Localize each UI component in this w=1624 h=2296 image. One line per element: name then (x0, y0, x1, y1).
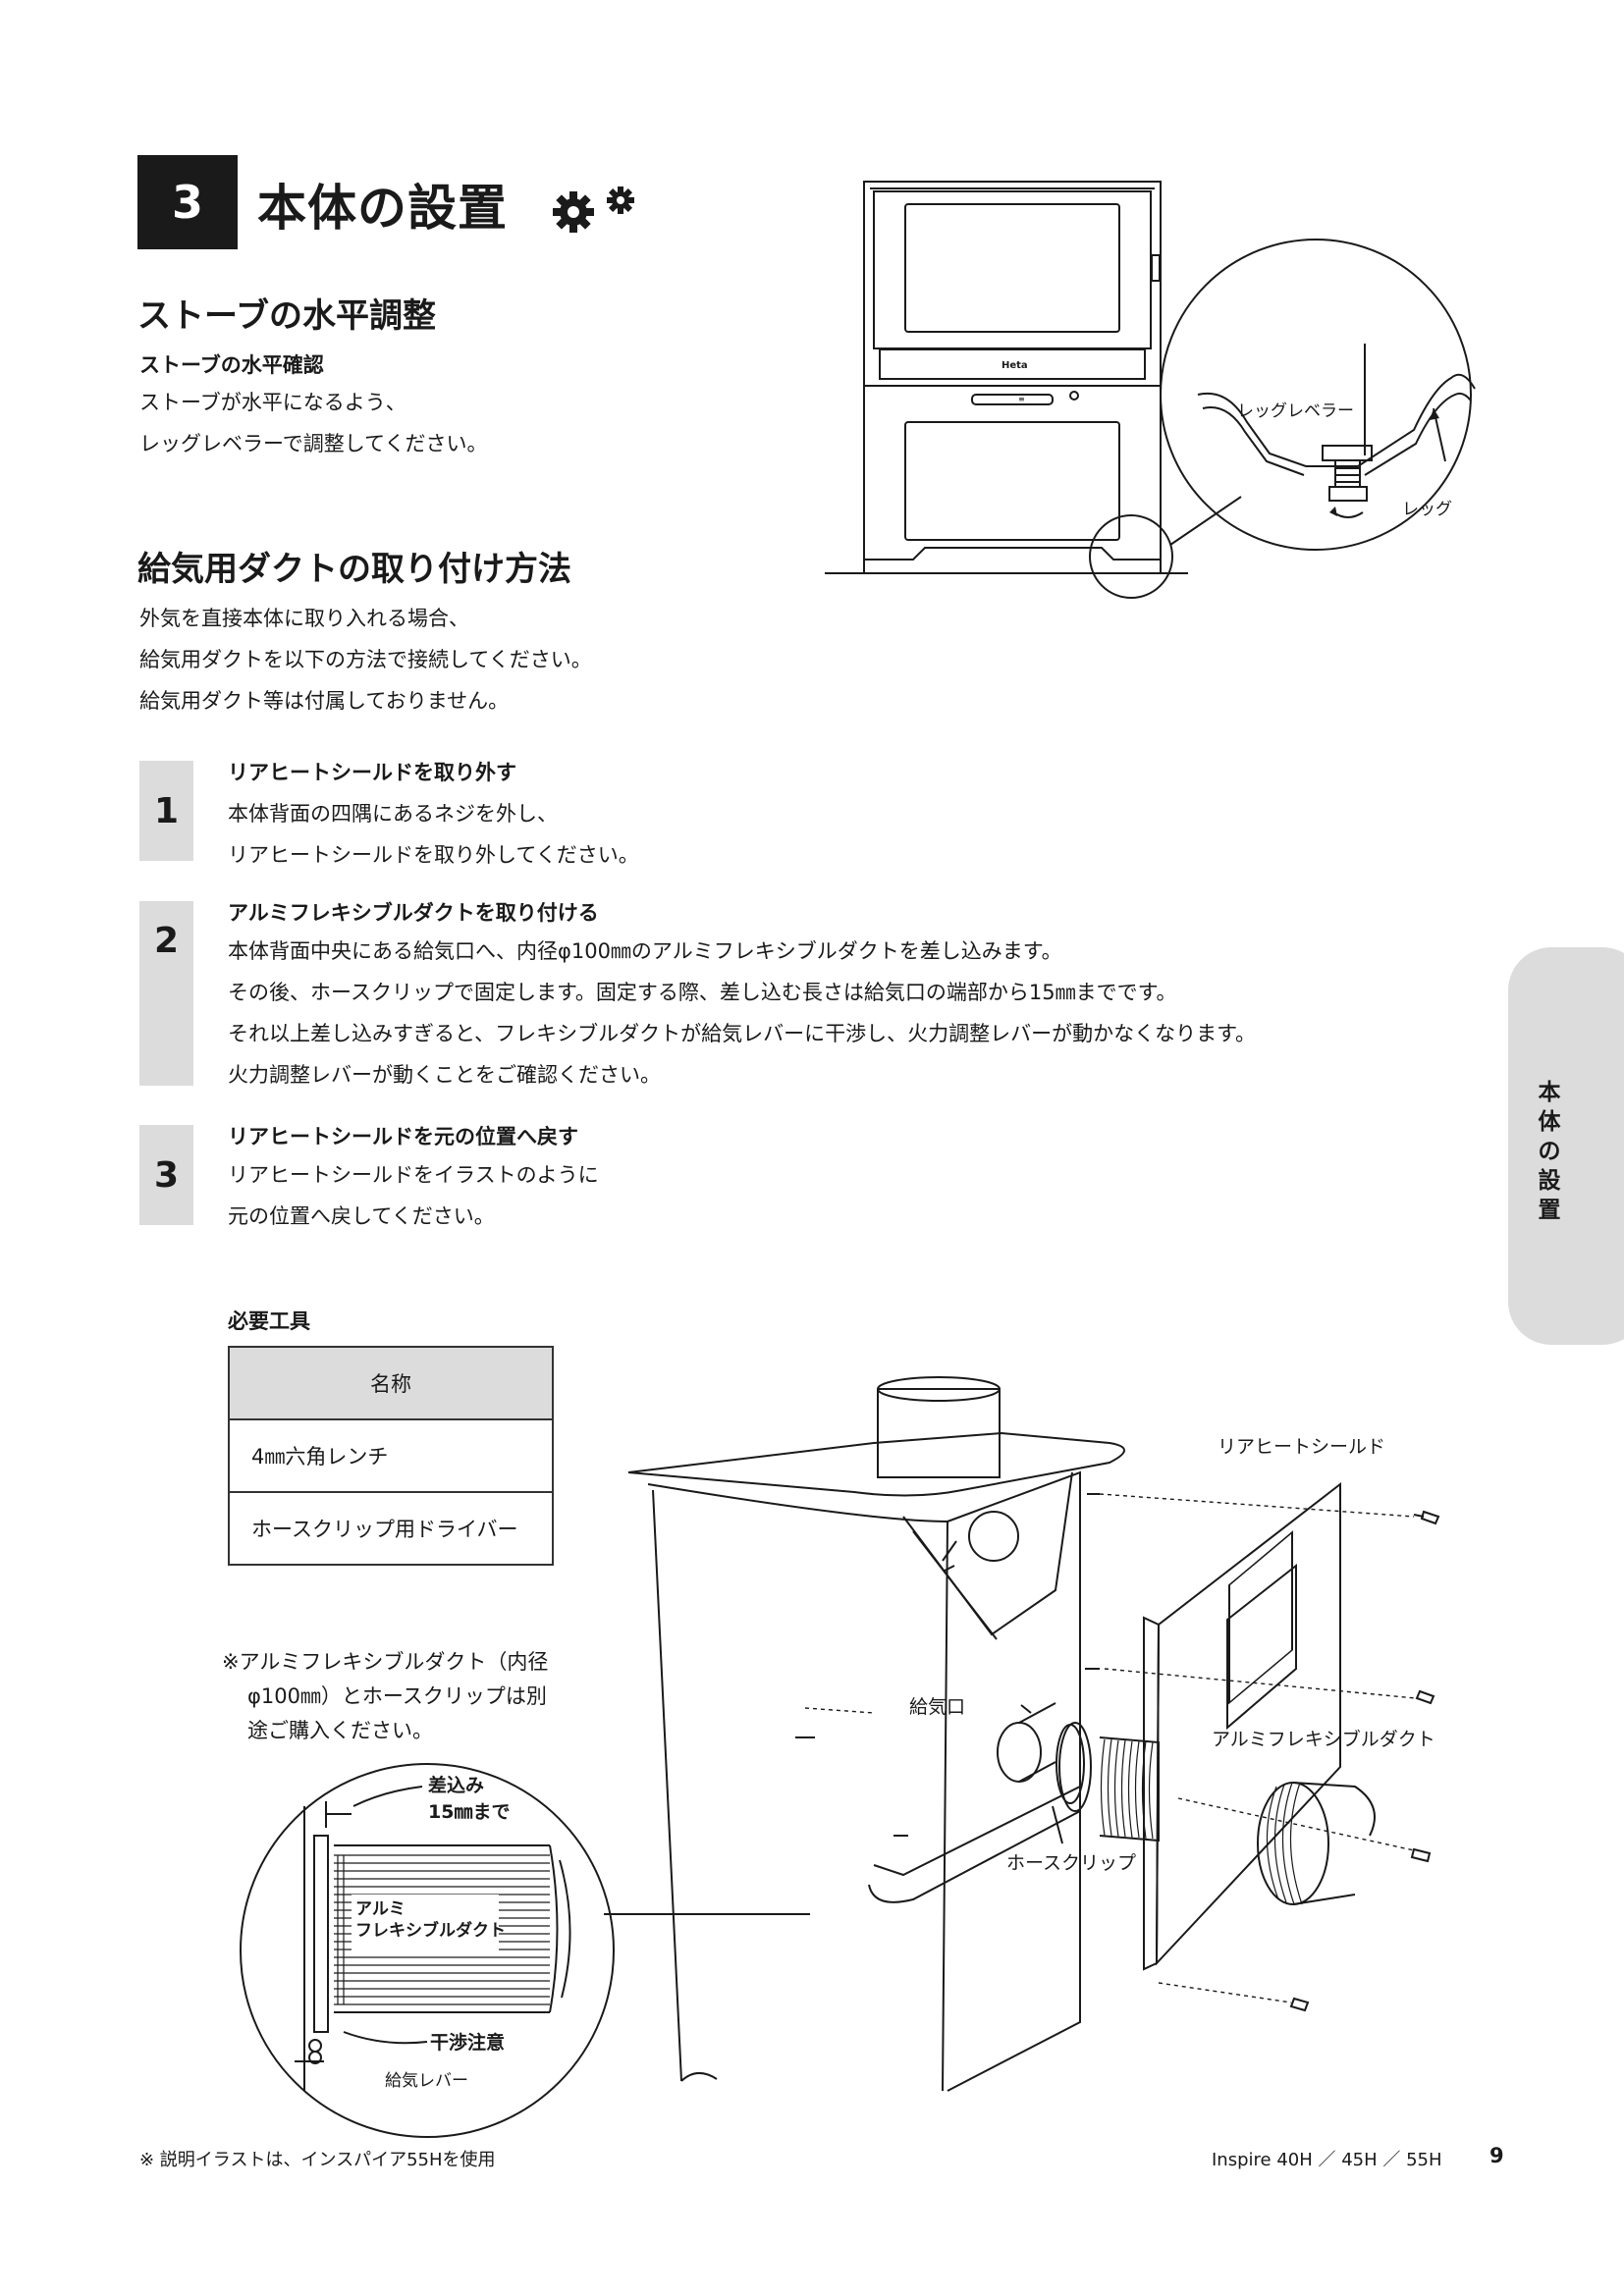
duct-line: 外気を直接本体に取り入れる場合、 (139, 607, 469, 630)
step-line: それ以上差し込みすぎると、フレキシブルダクトが給気レバーに干渉し、火力調整レバー… (228, 1022, 1257, 1045)
insert-depth-label: 15㎜まで (428, 1801, 510, 1823)
section-title: 本体の設置 (257, 180, 508, 237)
insert-depth-label: 差込み (428, 1774, 484, 1796)
step-body: リアヒートシールドをイラストのように 元の位置へ戻してください。 (228, 1154, 599, 1237)
level-text: ストーブが水平になるよう、 レッグレベラーで調整してください。 (139, 382, 487, 464)
step-line: 元の位置へ戻してください。 (228, 1204, 495, 1228)
step-number: 3 (139, 1125, 193, 1225)
note-line: 途ご購入ください。 (247, 1719, 433, 1742)
step-line: リアヒートシールドを取り外してください。 (228, 843, 639, 867)
level-subheading: ストーブの水平確認 (139, 353, 324, 377)
side-tab (1508, 947, 1624, 1345)
note-line: φ100㎜）とホースクリップは別 (247, 1684, 547, 1708)
hose-clip-label: ホースクリップ (1006, 1852, 1136, 1874)
level-line: レッグレベラーで調整してください。 (139, 432, 488, 455)
table-cell: ホースクリップ用ドライバー (228, 1491, 554, 1566)
purchase-note: ※アルミフレキシブルダクト（内径 φ100㎜）とホースクリップは別 途ご購入くだ… (222, 1645, 548, 1748)
step-line: リアヒートシールドをイラストのように (228, 1163, 599, 1187)
table-header-row: 名称 (228, 1346, 554, 1420)
step-line: その後、ホースクリップで固定します。固定する際、差し込む長さは給気口の端部から1… (228, 981, 1177, 1004)
level-heading: ストーブの水平調整 (137, 296, 436, 336)
tools-caption: 必要工具 (228, 1309, 310, 1333)
duct-text: 外気を直接本体に取り入れる場合、 給気用ダクトを以下の方法で接続してください。 … (139, 598, 592, 721)
step-title: リアヒートシールドを元の位置へ戻す (228, 1125, 578, 1148)
duct-line: 給気用ダクト等は付属しておりません。 (139, 689, 510, 713)
table-row: 4㎜六角レンチ (228, 1418, 554, 1493)
section-number: 3 (137, 155, 238, 249)
rear-shield-label: リアヒートシールド (1218, 1436, 1385, 1458)
step-line: 本体背面の四隅にあるネジを外し、 (228, 802, 558, 826)
table-header: 名称 (228, 1346, 554, 1420)
step-line: 本体背面中央にある給気口へ、内径φ100㎜のアルミフレキシブルダクトを差し込みま… (228, 939, 1062, 963)
flex-duct-label: アルミフレキシブルダクト (1212, 1728, 1435, 1750)
table-row: ホースクリップ用ドライバー (228, 1491, 554, 1566)
step-title: リアヒートシールドを取り外す (228, 761, 516, 784)
table-cell: 4㎜六角レンチ (228, 1418, 554, 1493)
footer-note: ※ 説明イラストは、インスパイア55Hを使用 (139, 2150, 496, 2170)
step-body: 本体背面中央にある給気口へ、内径φ100㎜のアルミフレキシブルダクトを差し込みま… (228, 931, 1256, 1095)
caution-label: 干渉注意 (430, 2031, 505, 2054)
gears-icon (553, 187, 634, 233)
step-line: 火力調整レバーが動くことをご確認ください。 (228, 1063, 661, 1087)
leg-label: レッグ (1402, 500, 1452, 519)
step-title: アルミフレキシブルダクトを取り付ける (228, 901, 599, 925)
duct-heading: 給気用ダクトの取り付け方法 (137, 550, 571, 589)
leg-leveler-label: レッグレベラー (1237, 401, 1354, 421)
air-lever-label: 給気レバー (385, 2071, 468, 2091)
brand-logo: Heta (1001, 360, 1028, 371)
step-body: 本体背面の四隅にあるネジを外し、 リアヒートシールドを取り外してください。 (228, 793, 639, 876)
rear-installation-illustration: リアヒートシールド 給気口 アルミフレキシブルダクト ホースクリップ (627, 1376, 1440, 2092)
stove-front-illustration: Heta ≡ レッグレベラー レッグ (825, 181, 1476, 599)
svg-text:≡: ≡ (1018, 395, 1025, 403)
duct-detail-illustration: アルミ フレキシブルダクト 差込み 15㎜まで 干渉注意 給気レバー (240, 1763, 810, 2138)
duct-detail-label: アルミ (355, 1899, 406, 1919)
step-number: 2 (139, 901, 193, 1086)
level-line: ストーブが水平になるよう、 (139, 391, 406, 414)
page-number: 9 (1489, 2144, 1504, 2167)
tools-table: 名称 4㎜六角レンチ ホースクリップ用ドライバー (228, 1346, 554, 1566)
footer-models: Inspire 40H ／ 45H ／ 55H (1212, 2150, 1442, 2170)
duct-line: 給気用ダクトを以下の方法で接続してください。 (139, 648, 592, 671)
note-line: ※アルミフレキシブルダクト（内径 (222, 1650, 549, 1674)
duct-detail-label: フレキシブルダクト (355, 1920, 506, 1941)
step-number: 1 (139, 761, 193, 861)
air-inlet-label: 給気口 (909, 1696, 965, 1718)
side-tab-text: 本体の設置 (1538, 1080, 1561, 1223)
